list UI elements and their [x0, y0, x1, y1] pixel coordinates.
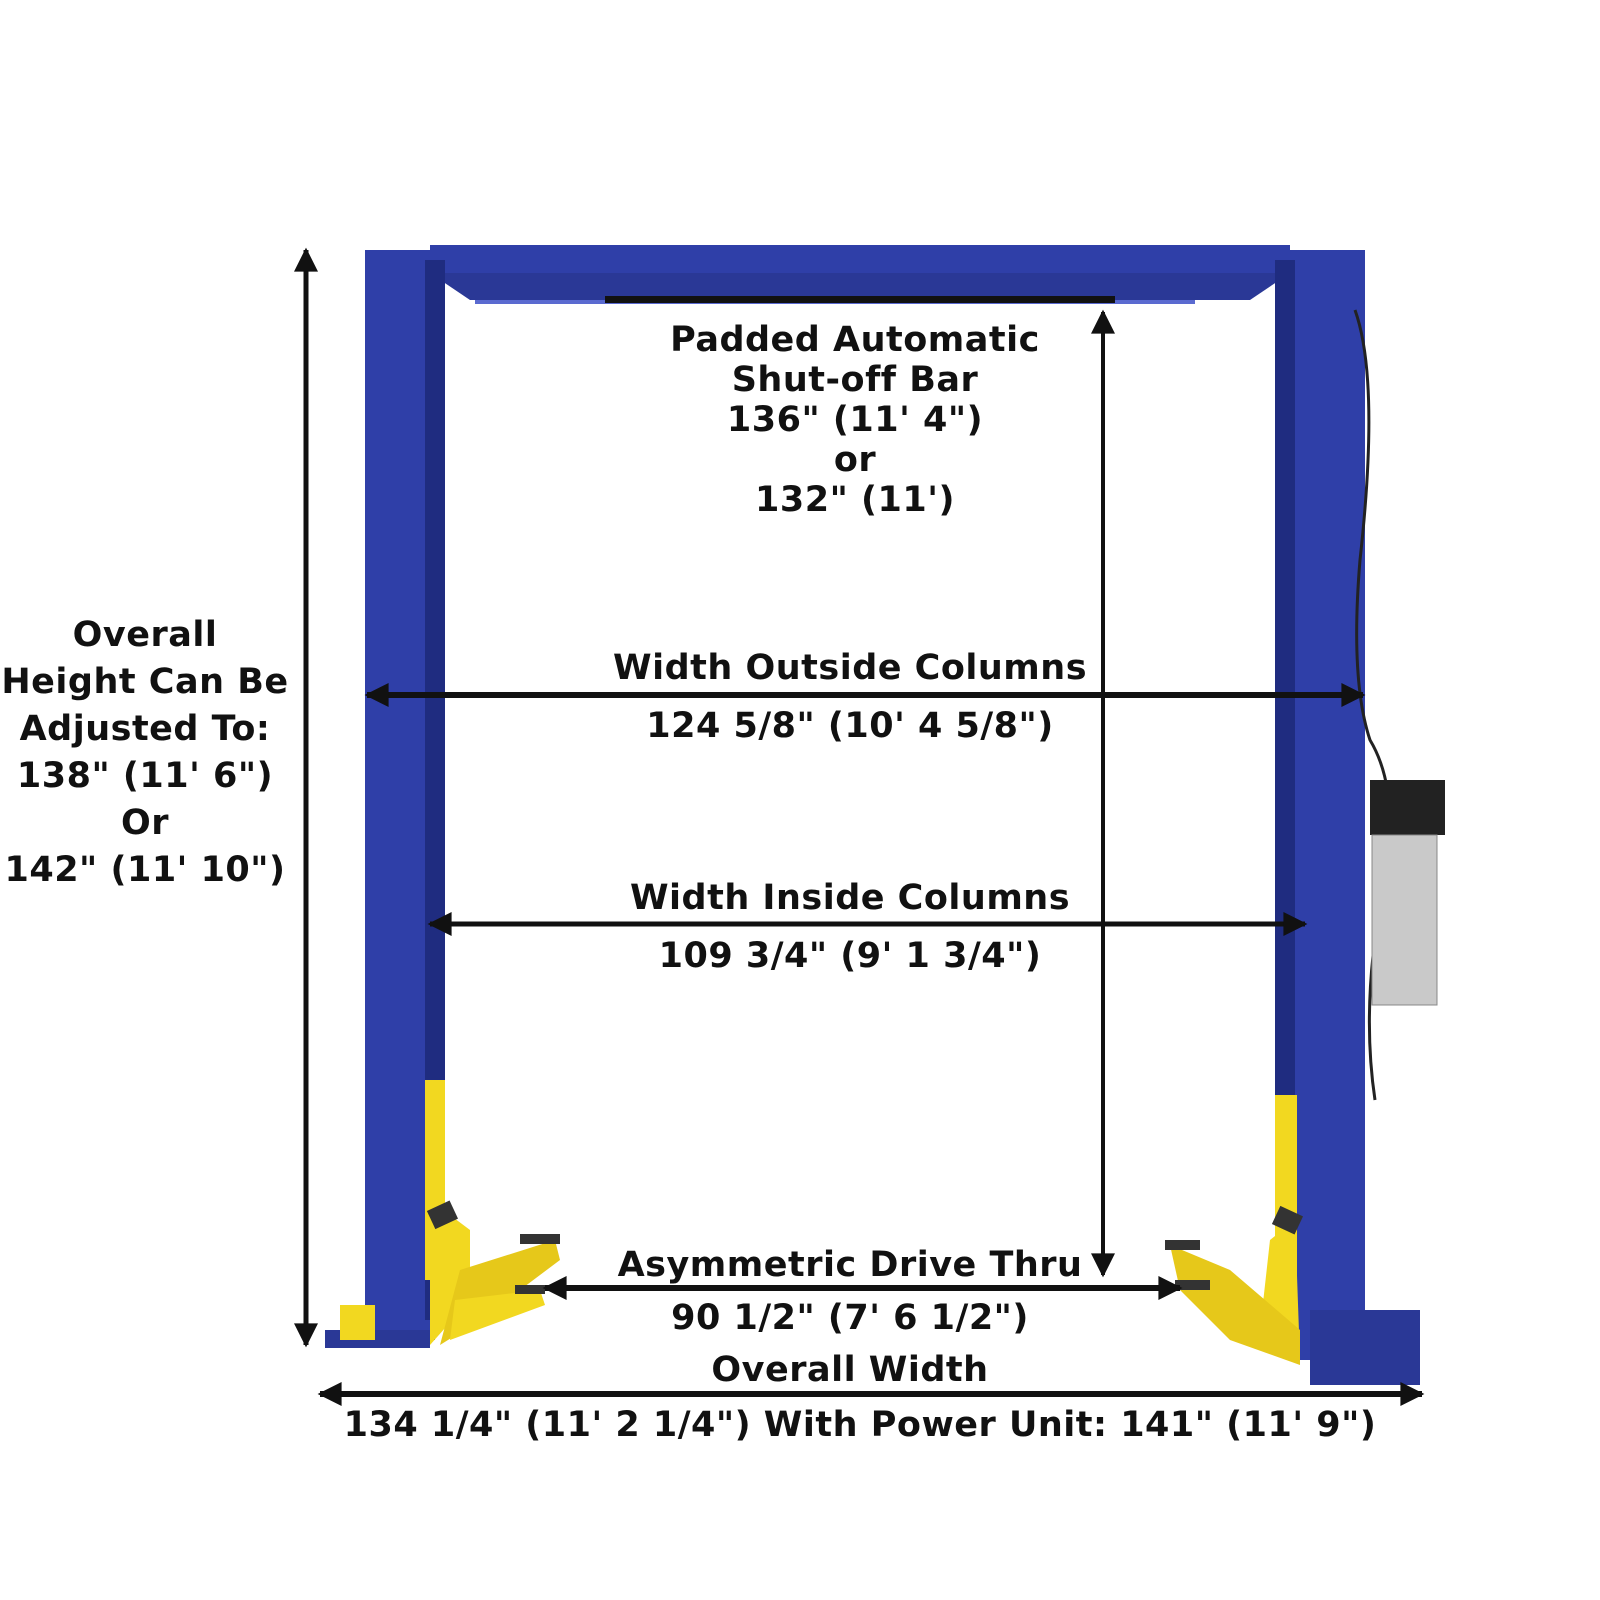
- inside-columns-value: 109 3/4" (9' 1 3/4"): [658, 936, 1042, 976]
- left-foot-guard: [340, 1305, 375, 1340]
- shutoff-line-1: Padded Automatic: [670, 320, 1040, 360]
- shutoff-line-5: 132" (11'): [755, 480, 955, 520]
- inside-columns-title: Width Inside Columns: [629, 878, 1071, 918]
- outside-columns-value: 124 5/8" (10' 4 5/8"): [646, 706, 1054, 746]
- height-line-5: Or: [120, 803, 169, 843]
- overall-height-label: Overall Height Can Be Adjusted To: 138" …: [0, 612, 290, 894]
- left-carriage-arms: [425, 1080, 560, 1345]
- top-beam: [430, 245, 1290, 304]
- height-line-3: Adjusted To:: [19, 709, 271, 749]
- outside-columns-title: Width Outside Columns: [612, 648, 1088, 688]
- left-column: [325, 250, 445, 1348]
- shutoff-line-3: 136" (11' 4"): [726, 400, 984, 440]
- drive-thru-value: 90 1/2" (7' 6 1/2"): [671, 1298, 1029, 1338]
- height-line-2: Height Can Be: [1, 662, 289, 702]
- height-line-4: 138" (11' 6"): [16, 756, 274, 796]
- right-column: [1275, 250, 1420, 1385]
- height-line-1: Overall: [72, 615, 218, 655]
- right-carriage-arms: [1165, 1095, 1304, 1365]
- drive-thru-title: Asymmetric Drive Thru: [617, 1245, 1083, 1285]
- shutoff-line-4: or: [833, 440, 877, 480]
- shutoff-bar-label: Padded Automatic Shut-off Bar 136" (11' …: [640, 320, 1070, 520]
- shutoff-bar: [605, 296, 1115, 303]
- power-unit: [1370, 780, 1445, 1006]
- height-line-6: 142" (11' 10"): [4, 850, 286, 890]
- shutoff-line-2: Shut-off Bar: [731, 360, 979, 400]
- overall-width-value: 134 1/4" (11' 2 1/4") With Power Unit: 1…: [343, 1405, 1377, 1445]
- overall-width-title: Overall Width: [711, 1350, 989, 1390]
